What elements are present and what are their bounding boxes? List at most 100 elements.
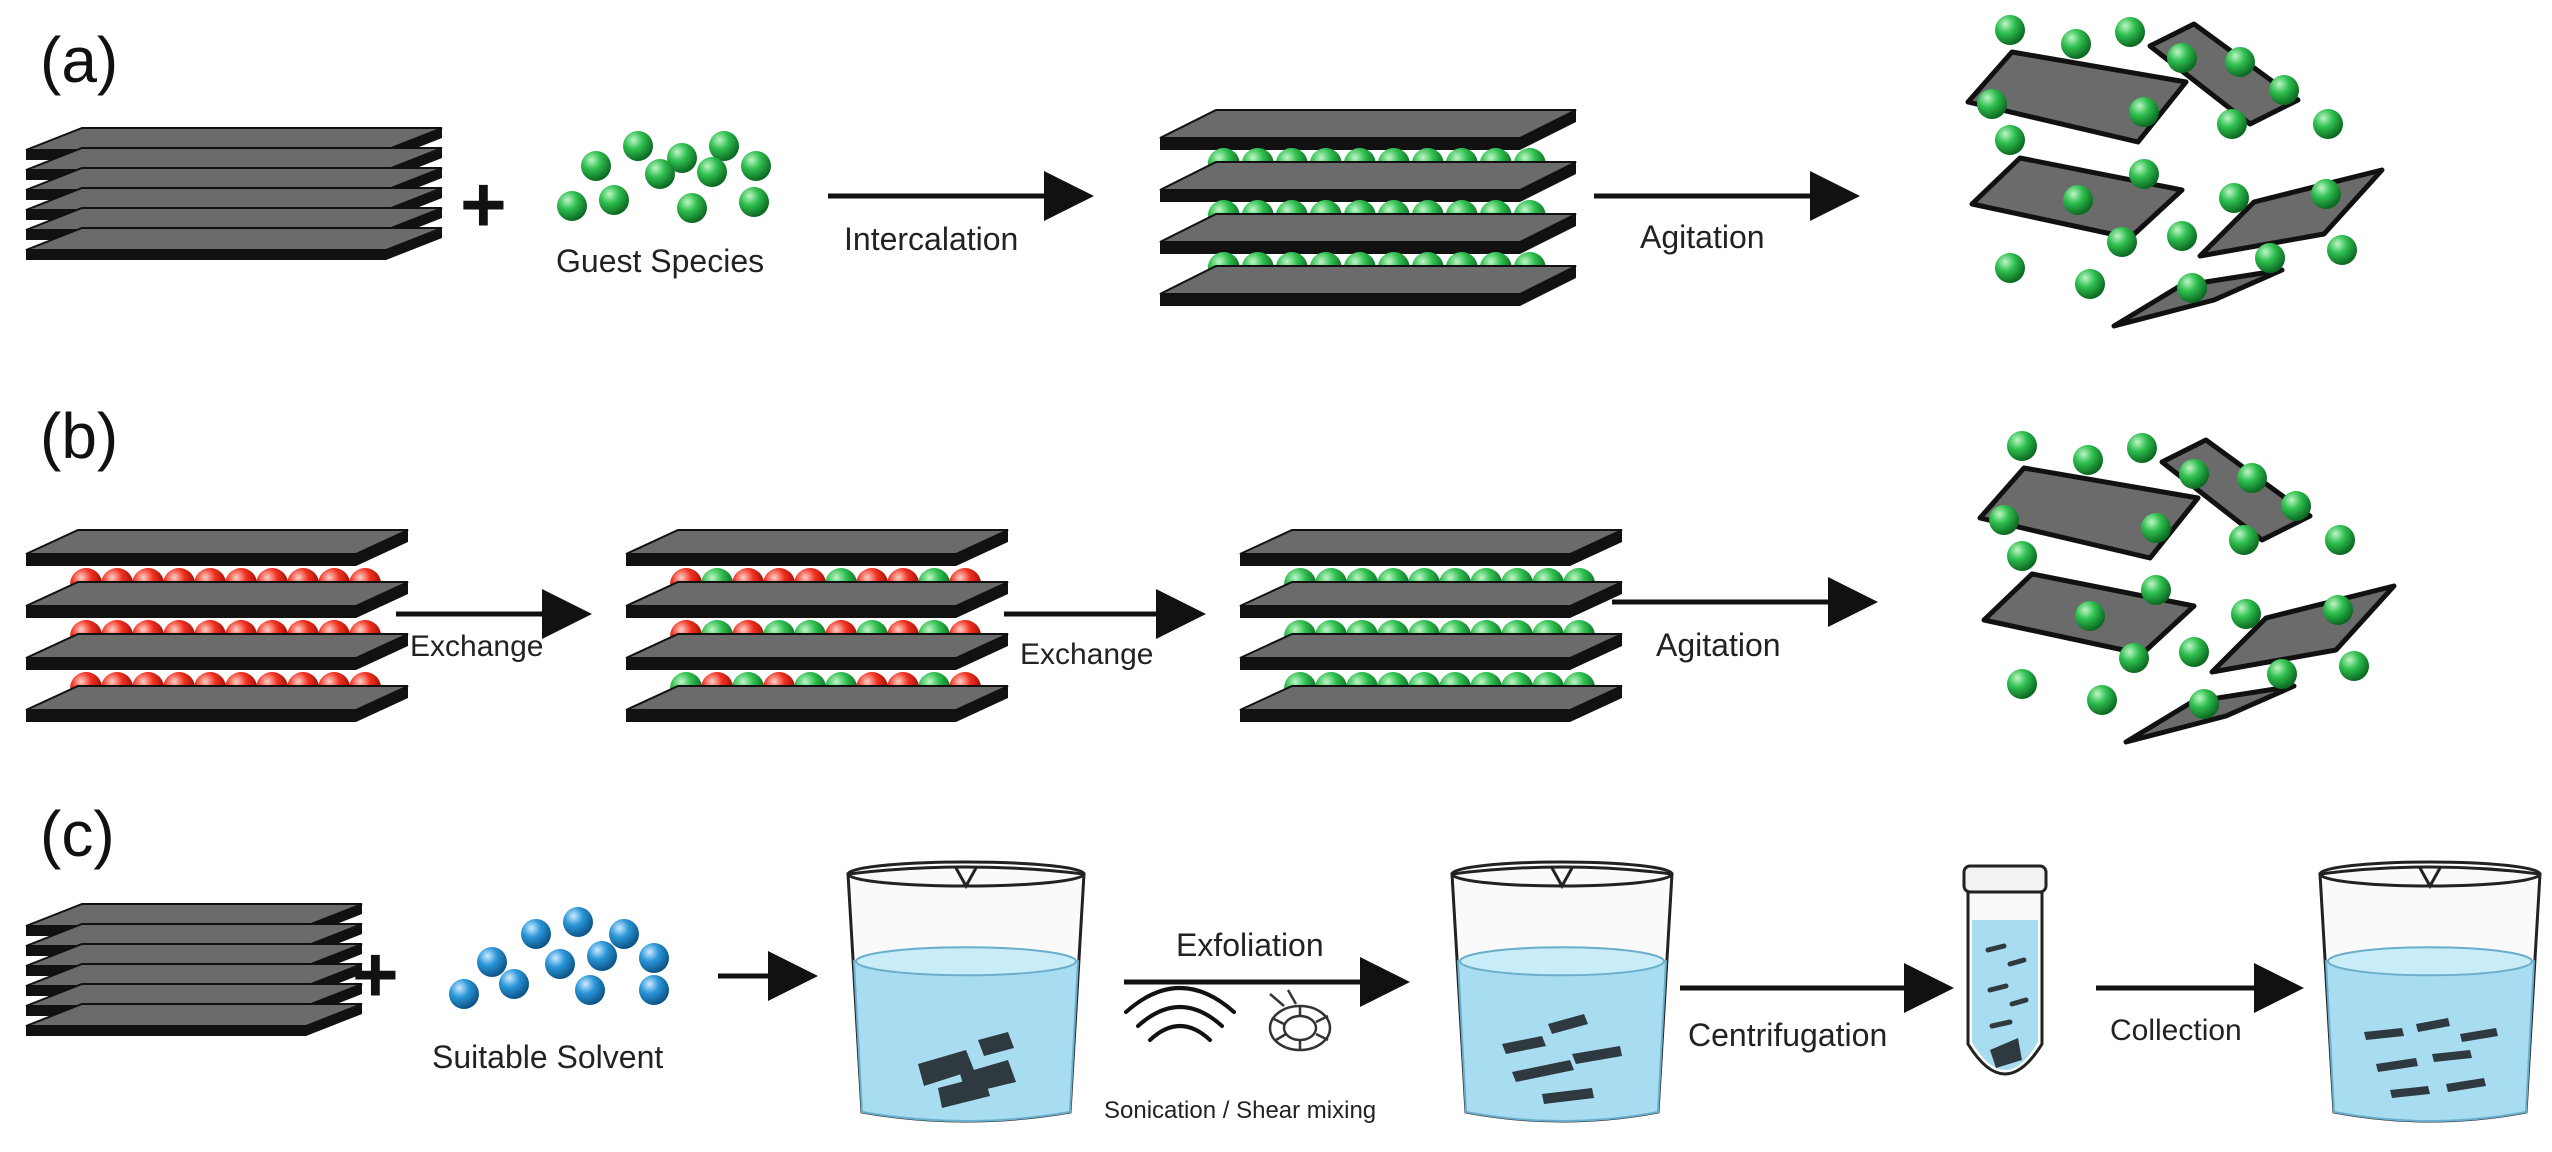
guest-sphere xyxy=(623,131,653,161)
host-layer xyxy=(625,685,1009,722)
guest-sphere xyxy=(2007,669,2037,699)
exfoliation-label: Exfoliation xyxy=(1176,927,1324,963)
plus-sign: + xyxy=(460,160,507,249)
flake xyxy=(1542,1088,1594,1104)
guest-sphere xyxy=(2269,75,2299,105)
collection-label: Collection xyxy=(2110,1014,2242,1047)
flake xyxy=(2376,1058,2418,1072)
sediment xyxy=(1990,1038,2022,1068)
guest-sphere xyxy=(2141,513,2171,543)
exfoliated-nanosheets-b xyxy=(1977,431,2397,745)
solvent-sphere xyxy=(545,949,575,979)
guest-sphere xyxy=(741,151,771,181)
flake xyxy=(2460,1028,2498,1042)
host-layer xyxy=(1159,265,1577,306)
guest-sphere xyxy=(2237,463,2267,493)
solvent-caption: Suitable Solvent xyxy=(432,1039,663,1075)
nanosheet xyxy=(2159,437,2313,543)
guest-sphere xyxy=(2339,651,2369,681)
flake xyxy=(1548,1014,1588,1034)
guest-sphere xyxy=(709,131,739,161)
guest-sphere xyxy=(2179,637,2209,667)
layered-crystal-stack xyxy=(25,127,443,260)
guest-sphere xyxy=(2127,433,2157,463)
guest-species-spheres xyxy=(557,131,771,223)
guest-sphere xyxy=(2323,595,2353,625)
guest-sphere xyxy=(2115,17,2145,47)
guest-sphere xyxy=(2281,491,2311,521)
flake xyxy=(2390,1086,2430,1098)
guest-sphere xyxy=(1995,15,2025,45)
guest-sphere xyxy=(2141,575,2171,605)
centrifugation-label: Centrifugation xyxy=(1688,1017,1887,1053)
flake xyxy=(978,1032,1014,1056)
guest-sphere xyxy=(2325,525,2355,555)
guest-sphere xyxy=(739,187,769,217)
guest-sphere xyxy=(1995,253,2025,283)
guest-sphere xyxy=(581,151,611,181)
host-layer xyxy=(1159,213,1577,254)
flake xyxy=(2416,1018,2450,1032)
solvent-sphere xyxy=(639,975,669,1005)
guest-species-caption: Guest Species xyxy=(556,243,764,279)
flake xyxy=(2364,1028,2404,1040)
panel-c-label: (c) xyxy=(40,798,115,870)
flake xyxy=(1502,1036,1546,1054)
guest-sphere xyxy=(2087,685,2117,715)
solvent-sphere xyxy=(499,969,529,999)
host-layer xyxy=(1159,161,1577,202)
flake xyxy=(918,1050,974,1086)
flake xyxy=(2432,1050,2472,1062)
guest-sphere xyxy=(2217,109,2247,139)
guest-sphere xyxy=(1977,89,2007,119)
solvent-sphere xyxy=(449,979,479,1009)
intercalated-stack xyxy=(1159,109,1577,306)
guest-sphere xyxy=(2189,689,2219,719)
guest-sphere xyxy=(599,185,629,215)
exchanged-stack-green xyxy=(1239,529,1623,722)
host-layer xyxy=(1239,633,1623,670)
flake xyxy=(1512,1060,1574,1082)
centrifuge-tube xyxy=(1962,864,2048,1076)
guest-sphere xyxy=(2267,659,2297,689)
sonication-method-label: Sonication / Shear mixing xyxy=(1104,1097,1376,1124)
host-layer xyxy=(625,529,1009,566)
solvent-sphere xyxy=(575,975,605,1005)
guest-sphere xyxy=(1989,505,2019,535)
solvent-sphere xyxy=(639,943,669,973)
host-layer xyxy=(25,529,409,566)
mixed-stack xyxy=(625,529,1009,722)
liquid xyxy=(2324,960,2536,1122)
solvent-sphere xyxy=(477,947,507,977)
host-layer xyxy=(25,685,409,722)
guest-sphere xyxy=(2255,243,2285,273)
guest-sphere xyxy=(2225,47,2255,77)
guest-sphere xyxy=(2167,43,2197,73)
guest-sphere xyxy=(1995,125,2025,155)
guest-sphere xyxy=(667,143,697,173)
host-layer xyxy=(625,633,1009,670)
shear-mixer-icon xyxy=(1268,989,1332,1052)
layered-crystal-stack-c xyxy=(25,903,363,1036)
tube-cap xyxy=(1962,864,2048,894)
guest-sphere xyxy=(2231,599,2261,629)
host-layer xyxy=(1239,581,1623,618)
solvent-spheres xyxy=(449,907,669,1009)
flake xyxy=(1572,1046,1622,1064)
guest-sphere xyxy=(2179,459,2209,489)
guest-sphere xyxy=(2007,431,2037,461)
guest-sphere xyxy=(2167,221,2197,251)
guest-sphere xyxy=(557,191,587,221)
solvent-sphere xyxy=(521,919,551,949)
guest-sphere xyxy=(2007,541,2037,571)
exchange-label-2: Exchange xyxy=(1020,638,1153,671)
plus-sign-c: + xyxy=(352,930,399,1019)
sound-waves-icon xyxy=(1124,986,1236,1042)
beaker-with-crystals xyxy=(846,860,1086,1123)
guest-sphere xyxy=(2327,235,2357,265)
solvent-sphere xyxy=(563,907,593,937)
host-layer xyxy=(1239,685,1623,722)
flake xyxy=(2446,1078,2486,1092)
guest-sphere xyxy=(2107,227,2137,257)
